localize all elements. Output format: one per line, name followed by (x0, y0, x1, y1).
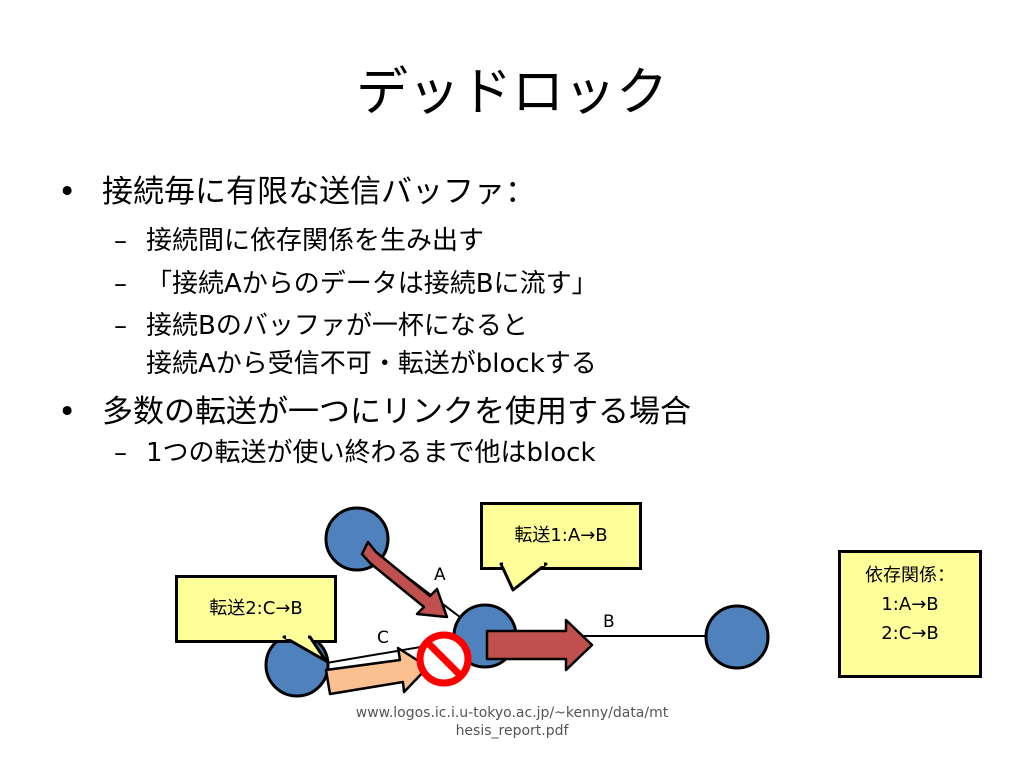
sub-bullet-buffer-full: –接続Bのバッファが一杯になると 接続Aから受信不可・転送がblockする (114, 309, 597, 379)
callout-transfer-1: 転送1:A→B (480, 502, 642, 570)
sub-bullet-text: 接続Bのバッファが一杯になると (146, 311, 528, 341)
sub-bullet-text: 1つの転送が使い終わるまで他はblock (146, 438, 596, 468)
label-b: B (603, 612, 615, 632)
source-url: www.logos.ic.i.u-tokyo.ac.jp/~kenny/data… (355, 705, 669, 739)
bullet-item-shared-link: • 多数の転送が一つにリンクを使用する場合 (58, 392, 691, 432)
bullet-text: 多数の転送が一つにリンクを使用する場合 (102, 394, 691, 430)
callout-text: 転送2:C→B (209, 598, 303, 619)
sub-bullet-text: 「接続Aからのデータは接続Bに流す」 (146, 269, 598, 299)
sub-bullet-block: –1つの転送が使い終わるまで他はblock (114, 436, 596, 470)
sub-bullet-dash: – (114, 438, 127, 468)
transfer-arrow-c (324, 646, 430, 696)
dependency-line-1: 1:A→B (881, 594, 939, 615)
block-icon (416, 631, 472, 687)
dependency-title: 依存関係： (865, 565, 955, 586)
node-b (704, 604, 770, 670)
bullet-dot: • (58, 394, 77, 430)
transfer-arrow-a (360, 540, 449, 619)
label-c: C (377, 628, 389, 648)
sub-bullet-dash: – (114, 269, 127, 299)
sub-bullet-continuation: 接続Aから受信不可・転送がblockする (146, 349, 597, 379)
bullet-text: 接続毎に有限な送信バッファ： (102, 174, 536, 210)
bullet-item-buffer: • 接続毎に有限な送信バッファ： (58, 172, 536, 212)
sub-bullet-forward-rule: –「接続Aからのデータは接続Bに流す」 (114, 267, 598, 301)
sub-bullet-dash: – (114, 311, 127, 341)
dependency-line-2: 2:C→B (881, 623, 939, 644)
callout-text: 転送1:A→B (514, 525, 608, 546)
dependency-box: 依存関係： 1:A→B 2:C→B (838, 550, 982, 678)
sub-bullet-dash: – (114, 226, 127, 256)
bullet-dot: • (58, 174, 77, 210)
transfer-arrow-b (485, 618, 594, 672)
sub-bullet-text: 接続間に依存関係を生み出す (146, 226, 485, 256)
label-a: A (434, 565, 446, 585)
sub-bullet-dependency: –接続間に依存関係を生み出す (114, 224, 484, 258)
callout-transfer-2: 転送2:C→B (175, 575, 337, 643)
page-title: デッドロック (355, 63, 668, 123)
